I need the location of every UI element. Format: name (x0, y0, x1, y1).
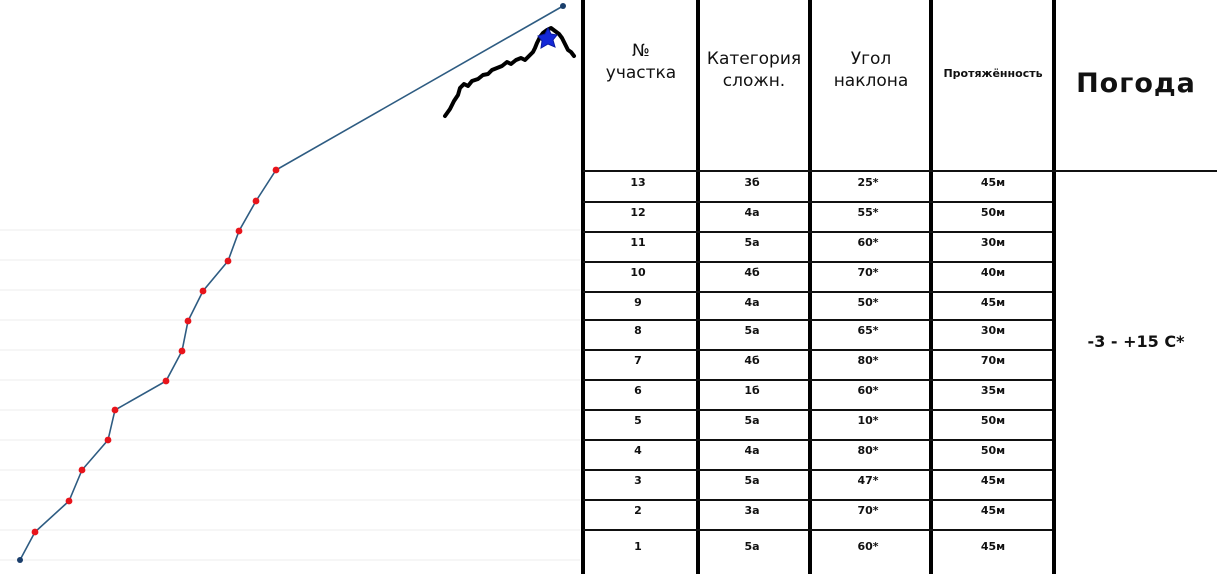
cell-length: 30м (980, 236, 1006, 249)
cell-num: 12 (630, 206, 646, 219)
route-waypoint (178, 347, 186, 355)
row-divider (583, 349, 1052, 351)
cell-angle: 60* (857, 540, 879, 553)
cell-angle: 47* (857, 474, 879, 487)
cell-num: 8 (634, 324, 642, 337)
row-divider (583, 201, 1052, 203)
row-divider (583, 439, 1052, 441)
cell-length: 45м (980, 296, 1006, 309)
cell-angle: 60* (857, 236, 879, 249)
row-divider (583, 319, 1052, 321)
cell-num: 5 (634, 414, 642, 427)
route-waypoint (224, 257, 232, 265)
row-divider (583, 499, 1052, 501)
route-line (19, 5, 564, 561)
ridge-silhouette (443, 26, 576, 118)
column-divider (581, 0, 585, 574)
header-length: Протяжённость (943, 67, 1043, 80)
column-divider (808, 0, 812, 574)
cell-angle: 80* (857, 354, 879, 367)
cell-num: 9 (634, 296, 642, 309)
header-slope-angle: Угол наклона (833, 49, 909, 91)
route-waypoint (252, 197, 260, 205)
row-divider (583, 231, 1052, 233)
cell-angle: 70* (857, 504, 879, 517)
route-waypoint (104, 436, 112, 444)
row-divider (583, 291, 1052, 293)
cell-cat: 5а (744, 540, 760, 553)
background-gridlines (0, 229, 580, 561)
cell-cat: 4б (744, 266, 760, 279)
cell-length: 50м (980, 444, 1006, 457)
cell-angle: 10* (857, 414, 879, 427)
row-divider (583, 529, 1052, 531)
column-divider (929, 0, 933, 574)
cell-cat: 5а (744, 236, 760, 249)
route-waypoint (162, 377, 170, 385)
cell-cat: 5а (744, 414, 760, 427)
cell-cat: 4а (744, 444, 760, 457)
summit-flag-icon (537, 26, 558, 49)
row-divider (583, 409, 1052, 411)
cell-length: 30м (980, 324, 1006, 337)
cell-cat: 4а (744, 206, 760, 219)
cell-angle: 65* (857, 324, 879, 337)
weather-value: -3 - +15 С* (1087, 332, 1185, 351)
cell-length: 45м (980, 176, 1006, 189)
cell-cat: 3а (744, 504, 760, 517)
column-divider (1052, 0, 1056, 574)
route-endpoint (560, 3, 566, 9)
cell-num: 6 (634, 384, 642, 397)
cell-cat: 3б (744, 176, 760, 189)
cell-length: 45м (980, 504, 1006, 517)
header-weather: Погода (1076, 68, 1196, 99)
route-waypoint (65, 497, 73, 505)
cell-num: 7 (634, 354, 642, 367)
cell-cat: 5а (744, 324, 760, 337)
route-endpoint (17, 557, 23, 563)
cell-angle: 25* (857, 176, 879, 189)
cell-length: 50м (980, 414, 1006, 427)
cell-angle: 80* (857, 444, 879, 457)
cell-num: 13 (630, 176, 646, 189)
route-waypoint (184, 317, 192, 325)
cell-angle: 50* (857, 296, 879, 309)
cell-num: 3 (634, 474, 642, 487)
cell-length: 50м (980, 206, 1006, 219)
route-waypoint (78, 466, 86, 474)
column-divider (696, 0, 700, 574)
cell-cat: 1б (744, 384, 760, 397)
cell-angle: 70* (857, 266, 879, 279)
header-divider (583, 170, 1217, 172)
cell-angle: 60* (857, 384, 879, 397)
cell-num: 4 (634, 444, 642, 457)
cell-num: 11 (630, 236, 646, 249)
route-waypoint (111, 406, 119, 414)
cell-cat: 5а (744, 474, 760, 487)
header-section-number: № участка (605, 41, 677, 83)
cell-cat: 4б (744, 354, 760, 367)
cell-cat: 4а (744, 296, 760, 309)
row-divider (583, 261, 1052, 263)
cell-length: 35м (980, 384, 1006, 397)
cell-length: 40м (980, 266, 1006, 279)
cell-angle: 55* (857, 206, 879, 219)
route-waypoint (199, 287, 207, 295)
cell-num: 2 (634, 504, 642, 517)
cell-length: 45м (980, 474, 1006, 487)
route-waypoint (235, 227, 243, 235)
route-waypoint (272, 166, 280, 174)
route-waypoint (31, 528, 39, 536)
cell-length: 45м (980, 540, 1006, 553)
route-waypoints (17, 3, 566, 563)
header-difficulty-category: Категория сложн. (706, 49, 802, 91)
row-divider (583, 379, 1052, 381)
route-profile-diagram (0, 3, 580, 563)
row-divider (583, 469, 1052, 471)
cell-num: 10 (630, 266, 646, 279)
cell-length: 70м (980, 354, 1006, 367)
cell-num: 1 (634, 540, 642, 553)
